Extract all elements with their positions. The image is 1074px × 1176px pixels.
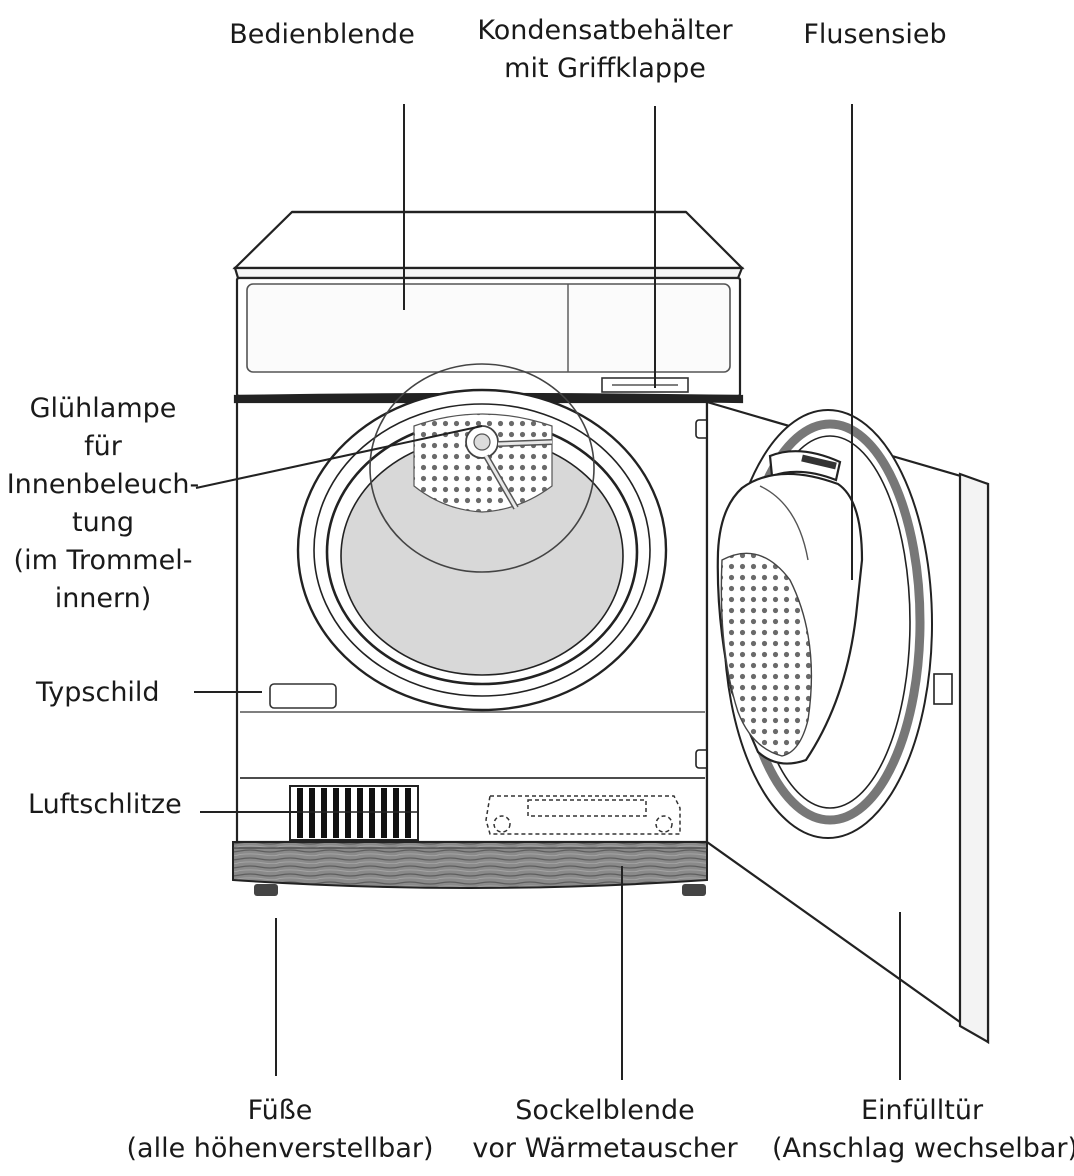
heat-exchanger-outline <box>485 795 681 835</box>
label-gluehlampe: Glühlampe für Innenbeleuch- tung (im Tro… <box>0 390 206 618</box>
label-gluehlampe-line2: für <box>84 431 122 462</box>
plinth <box>232 841 708 896</box>
label-gluehlampe-line3: Innenbeleuch- <box>6 469 200 500</box>
label-einfuelltuer: Einfülltür (Anschlag wechselbar) <box>772 1092 1074 1168</box>
label-gluehlampe-line4: tung <box>72 507 134 538</box>
label-gluehlampe-line1: Glühlampe <box>29 393 177 424</box>
label-gluehlampe-line6: innern) <box>54 583 152 614</box>
label-gluehlampe-line5: (im Trommel- <box>13 545 193 576</box>
label-flusensieb-text: Flusensieb <box>803 19 947 50</box>
vent-grille <box>289 785 419 841</box>
label-bedienblende-text: Bedienblende <box>229 19 415 50</box>
label-luftschlitze-text: Luftschlitze <box>28 789 182 820</box>
label-fuesse-line1: Füße <box>247 1095 313 1126</box>
label-einfuelltuer-line1: Einfülltür <box>860 1095 984 1126</box>
label-sockel-line2: vor Wärmetauscher <box>472 1133 738 1164</box>
label-sockelblende: Sockelblende vor Wärmetauscher <box>460 1092 750 1168</box>
label-sockel-line1: Sockelblende <box>515 1095 695 1126</box>
label-kondensat-line1: Kondensatbehälter <box>477 15 733 46</box>
label-kondensat-line2: mit Griffklappe <box>504 53 706 84</box>
label-flusensieb: Flusensieb <box>790 16 960 54</box>
label-typschild-text: Typschild <box>36 677 160 708</box>
label-typschild: Typschild <box>36 674 160 712</box>
drum-opening <box>296 363 668 712</box>
leader-lines <box>194 104 901 1080</box>
label-kondensatbehaelter: Kondensatbehälter mit Griffklappe <box>470 12 740 88</box>
label-fuesse: Füße (alle höhenverstellbar) <box>120 1092 440 1168</box>
label-luftschlitze: Luftschlitze <box>28 786 182 824</box>
leader-gluehlampe <box>195 425 483 489</box>
open-door <box>705 400 990 1045</box>
label-einfuelltuer-line2: (Anschlag wechselbar) <box>772 1133 1074 1164</box>
label-bedienblende: Bedienblende <box>212 16 432 54</box>
label-fuesse-line2: (alle höhenverstellbar) <box>126 1133 434 1164</box>
